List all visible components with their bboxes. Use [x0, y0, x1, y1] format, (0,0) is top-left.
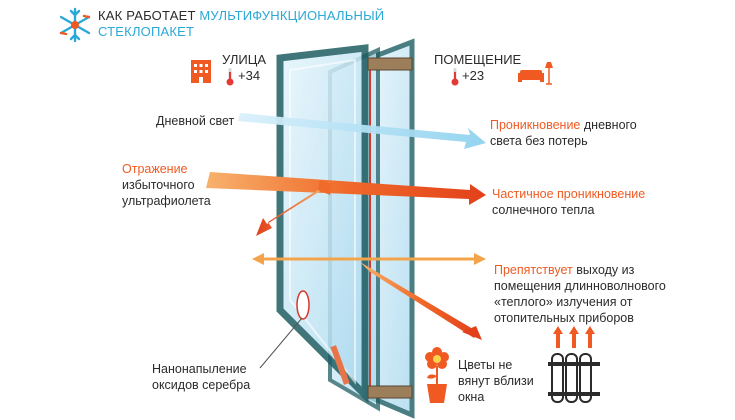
uv-reflection-arrow — [256, 182, 330, 236]
inside-label: ПОМЕЩЕНИЕ — [434, 52, 522, 67]
silver-coating-stamp — [296, 290, 310, 320]
coating-label-line-2: оксидов серебра — [152, 378, 251, 392]
heat-penetration-line-2: солнечного тепла — [492, 203, 595, 217]
glass-brand-label — [330, 345, 350, 385]
spacer-bottom — [367, 385, 413, 399]
flowers-label-line-1: Цветы не — [458, 358, 513, 372]
daylight-penetration-rest: дневного — [583, 118, 637, 132]
heat-penetration-accent: Частичное проникновение — [492, 187, 646, 201]
reflection-label-accent: Отражение — [122, 162, 188, 176]
snowflake-sun-logo-icon — [59, 7, 91, 43]
outside-temp: +34 — [238, 68, 261, 83]
ir-block-line-3: «теплого» излучения от — [494, 295, 633, 309]
spacer-top — [367, 57, 413, 71]
thermometer-icon — [226, 68, 234, 86]
outside-label: УЛИЦА — [222, 52, 266, 67]
daylight-label: Дневной свет — [156, 114, 235, 128]
page-title: КАК РАБОТАЕТ МУЛЬТИФУНКЦИОНАЛЬНЫЙ — [98, 8, 384, 23]
reflection-label-line-2: ультрафиолета — [122, 194, 211, 208]
coating-leader-line — [259, 317, 303, 369]
flowers-label-line-3: окна — [458, 390, 485, 404]
flower-pot-icon — [425, 347, 449, 403]
title-blue-part-1: МУЛЬТИФУНКЦИОНАЛЬНЫЙ — [199, 8, 385, 23]
daylight-penetration-label: Проникновение дневного — [490, 117, 730, 133]
ir-block-line-2: помещения длинноволнового — [494, 279, 666, 293]
sofa-lamp-icon — [518, 62, 553, 85]
thermometer-icon — [451, 68, 459, 86]
heat-penetration-arrow — [206, 172, 486, 205]
daylight-penetration-accent: Проникновение — [490, 118, 581, 132]
ir-block-rest: выходу из — [576, 263, 635, 277]
reflection-label-line-1: избыточного — [122, 178, 195, 192]
inside-temp: +23 — [462, 68, 485, 83]
daylight-penetration-line-2: света без потерь — [490, 134, 588, 148]
outer-glass-pane — [276, 44, 369, 404]
flowers-label-line-2: вянут вблизи — [458, 374, 534, 388]
ir-block-line-4: отопительных приборов — [494, 311, 634, 325]
ir-block-accent: Препятствует — [494, 263, 573, 277]
title-dark-part: КАК РАБОТАЕТ — [98, 8, 196, 23]
daylight-arrow — [238, 113, 486, 149]
coating-label-line-1: Нанонапыление — [152, 362, 247, 376]
radiator-heat-arrow — [360, 262, 478, 338]
page-subtitle: СТЕКЛОПАКЕТ — [98, 24, 195, 39]
radiator-icon — [548, 326, 600, 403]
ir-block-label: Препятствует выходу из — [494, 262, 734, 278]
building-icon — [191, 60, 211, 83]
